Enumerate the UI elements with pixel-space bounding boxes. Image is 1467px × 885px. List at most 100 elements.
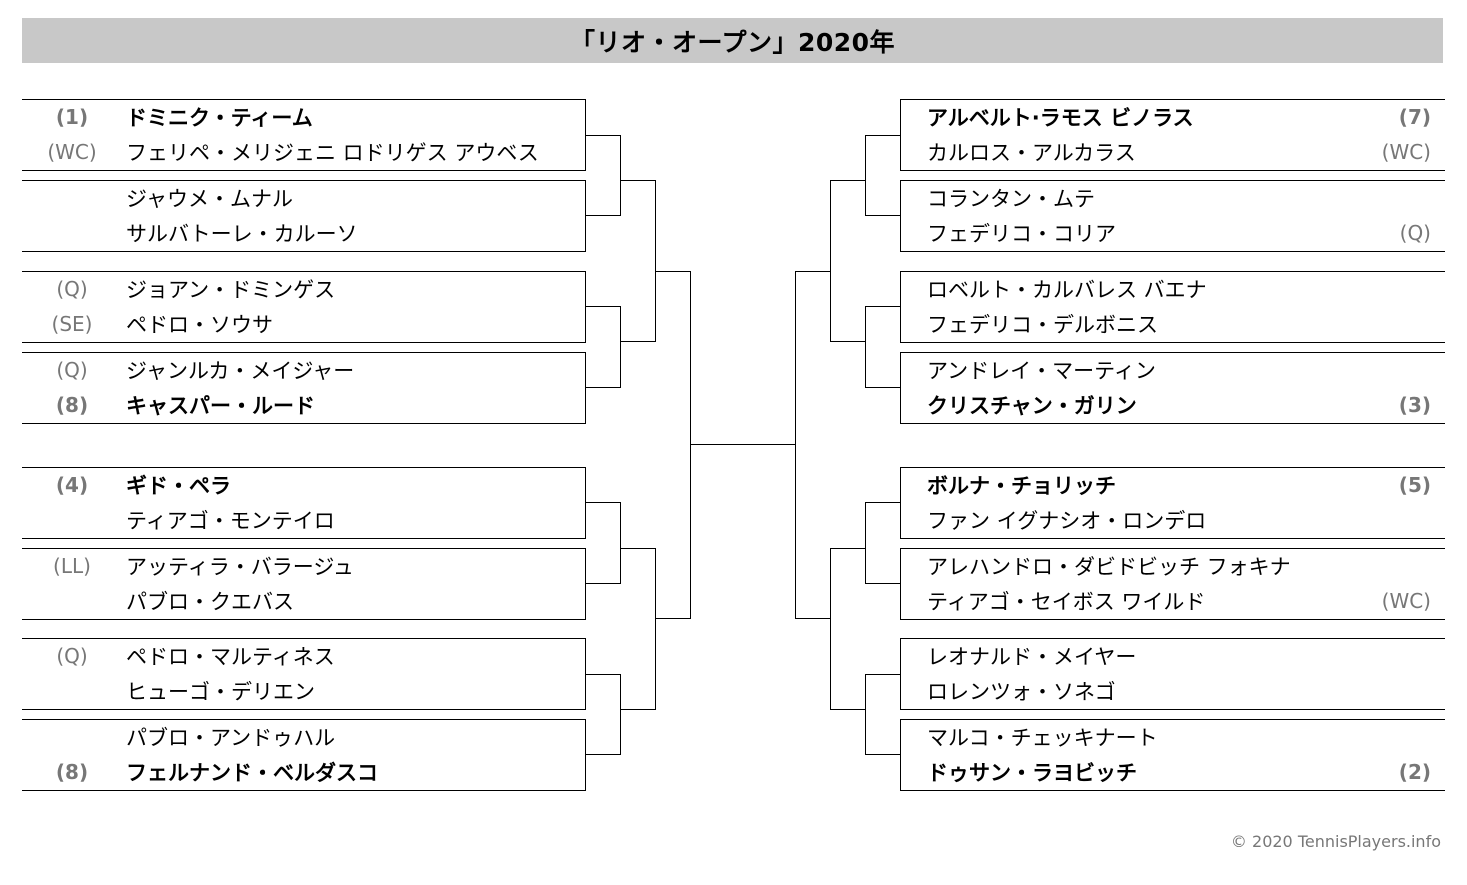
player-name: フェデリコ・デルボニス: [927, 313, 1158, 337]
left-match-1: (1)ドミニク・ティーム(WC)フェリペ・メリジェニ ロドリゲス アウベス: [22, 99, 586, 171]
player-row: マルコ・チェッキナート: [901, 720, 1445, 754]
player-seed: (Q): [1399, 221, 1431, 245]
player-row: (7) アルベルト·ラモス ビノラス: [901, 100, 1445, 134]
player-row: (4) ギド・ペラ: [22, 468, 585, 502]
player-row: (Q) ジョアン・ドミンゲス: [22, 272, 585, 306]
player-seed: (WC): [1381, 140, 1431, 164]
left-match-4: (Q) ジャンルカ・メイジャー (8)キャスパー・ルード: [22, 352, 586, 424]
player-row: (SE) ペドロ・ソウサ: [22, 307, 585, 341]
player-name: ジャウメ・ムナル: [126, 187, 293, 211]
player-name: アンドレイ・マーティン: [927, 359, 1156, 383]
right-qf-connector-2: [830, 548, 866, 710]
player-name: アッティラ・バラージュ: [126, 555, 354, 579]
player-seed: (4): [55, 473, 89, 497]
player-seed: (Q): [56, 358, 88, 382]
right-match-3: ロベルト・カルバレス バエナフェデリコ・デルボニス: [900, 271, 1445, 343]
player-row: ヒューゴ・デリエン: [22, 674, 585, 708]
left-sf-connector: [655, 271, 691, 619]
player-row: ジャウメ・ムナル: [22, 181, 585, 215]
right-match-8: マルコ・チェッキナート (2) ドゥサン・ラヨビッチ: [900, 719, 1445, 791]
player-name: ギド・ペラ: [126, 474, 231, 498]
player-row: (LL) アッティラ・バラージュ: [22, 549, 585, 583]
player-seed: (Q): [56, 644, 88, 668]
player-row: (WC) ティアゴ・セイボス ワイルド: [901, 584, 1445, 618]
player-seed: (5): [1398, 473, 1431, 497]
left-r1-connector-3: [586, 502, 621, 584]
bracket-title: 「リオ・オープン」2020年: [22, 18, 1443, 63]
player-row: サルバトーレ・カルーソ: [22, 216, 585, 250]
player-row: アンドレイ・マーティン: [901, 353, 1445, 387]
player-row: (8)フェルナンド・ベルダスコ: [22, 755, 585, 789]
player-name: ロレンツォ・ソネゴ: [927, 680, 1116, 704]
player-name: クリスチャン・ガリン: [927, 394, 1137, 418]
player-name: ジャンルカ・メイジャー: [126, 359, 355, 383]
player-row: (1) ドミニク・ティーム: [22, 100, 585, 134]
player-name: カルロス・アルカラス: [927, 141, 1136, 165]
copyright-notice: © 2020 TennisPlayers.info: [1230, 832, 1441, 851]
player-name: アレハンドロ・ダビドビッチ フォキナ: [927, 555, 1291, 579]
player-row: コランタン・ムテ: [901, 181, 1445, 215]
player-seed: (Q): [56, 277, 88, 301]
left-qf-connector-2: [620, 548, 656, 710]
player-name: ペドロ・マルティネス: [126, 645, 335, 669]
player-seed: (1): [55, 105, 89, 129]
player-row: ロベルト・カルバレス バエナ: [901, 272, 1445, 306]
right-match-4: アンドレイ・マーティン (3) クリスチャン・ガリン: [900, 352, 1445, 424]
player-row: (Q) ペドロ・マルティネス: [22, 639, 585, 673]
left-r1-connector-4: [586, 674, 621, 755]
left-qf-connector-1: [620, 180, 656, 342]
right-r1-connector-3: [865, 502, 900, 584]
right-match-1: (7) アルベルト·ラモス ビノラス (WC) カルロス・アルカラス: [900, 99, 1445, 171]
player-seed: (2): [1398, 760, 1431, 784]
player-name: レオナルド・メイヤー: [927, 645, 1137, 669]
player-row: フェデリコ・デルボニス: [901, 307, 1445, 341]
player-name: ティアゴ・モンテイロ: [126, 509, 335, 533]
player-row: (Q) フェデリコ・コリア: [901, 216, 1445, 250]
player-name: ティアゴ・セイボス ワイルド: [927, 590, 1206, 614]
right-sf-connector: [795, 271, 831, 619]
player-name: フェリペ・メリジェニ ロドリゲス アウベス: [126, 141, 539, 165]
player-seed: (LL): [53, 554, 91, 578]
player-row: レオナルド・メイヤー: [901, 639, 1445, 673]
left-match-3: (Q) ジョアン・ドミンゲス (SE) ペドロ・ソウサ: [22, 271, 586, 343]
left-r1-connector-1: [586, 135, 621, 216]
player-name: ヒューゴ・デリエン: [126, 680, 315, 704]
player-name: ドゥサン・ラヨビッチ: [927, 761, 1137, 785]
player-name: ドミニク・ティーム: [126, 106, 313, 130]
player-row: ロレンツォ・ソネゴ: [901, 674, 1445, 708]
player-row: (5) ボルナ・チョリッチ: [901, 468, 1445, 502]
player-name: サルバトーレ・カルーソ: [126, 222, 358, 246]
player-name: パブロ・アンドゥハル: [126, 726, 336, 750]
player-seed: (8): [55, 393, 89, 417]
right-match-2: コランタン・ムテ (Q) フェデリコ・コリア: [900, 180, 1445, 252]
player-row: (8)キャスパー・ルード: [22, 388, 585, 422]
player-row: (Q) ジャンルカ・メイジャー: [22, 353, 585, 387]
left-match-7: (Q) ペドロ・マルティネスヒューゴ・デリエン: [22, 638, 586, 710]
player-row: ティアゴ・モンテイロ: [22, 503, 585, 537]
player-seed: (WC): [1381, 589, 1431, 613]
right-match-6: アレハンドロ・ダビドビッチ フォキナ (WC) ティアゴ・セイボス ワイルド: [900, 548, 1445, 620]
player-name: ロベルト・カルバレス バエナ: [927, 278, 1207, 302]
player-name: ボルナ・チョリッチ: [927, 474, 1116, 498]
right-qf-connector-1: [830, 180, 866, 342]
player-name: ペドロ・ソウサ: [126, 313, 273, 337]
left-match-5: (4) ギド・ペラティアゴ・モンテイロ: [22, 467, 586, 539]
player-name: コランタン・ムテ: [927, 187, 1095, 211]
player-name: アルベルト·ラモス ビノラス: [927, 106, 1194, 130]
player-seed: (7): [1398, 105, 1431, 129]
player-name: フェルナンド・ベルダスコ: [126, 761, 378, 785]
right-r1-connector-1: [865, 135, 900, 216]
player-name: フェデリコ・コリア: [927, 222, 1116, 246]
player-row: パブロ・アンドゥハル: [22, 720, 585, 754]
player-seed: (3): [1398, 393, 1431, 417]
right-match-7: レオナルド・メイヤーロレンツォ・ソネゴ: [900, 638, 1445, 710]
right-r1-connector-2: [865, 306, 900, 388]
left-match-2: ジャウメ・ムナルサルバトーレ・カルーソ: [22, 180, 586, 252]
player-name: ジョアン・ドミンゲス: [126, 278, 336, 302]
player-row: ファン イグナシオ・ロンデロ: [901, 503, 1445, 537]
right-match-5: (5) ボルナ・チョリッチファン イグナシオ・ロンデロ: [900, 467, 1445, 539]
left-match-8: パブロ・アンドゥハル (8)フェルナンド・ベルダスコ: [22, 719, 586, 791]
player-seed: (SE): [51, 312, 93, 336]
left-r1-connector-2: [586, 306, 621, 388]
